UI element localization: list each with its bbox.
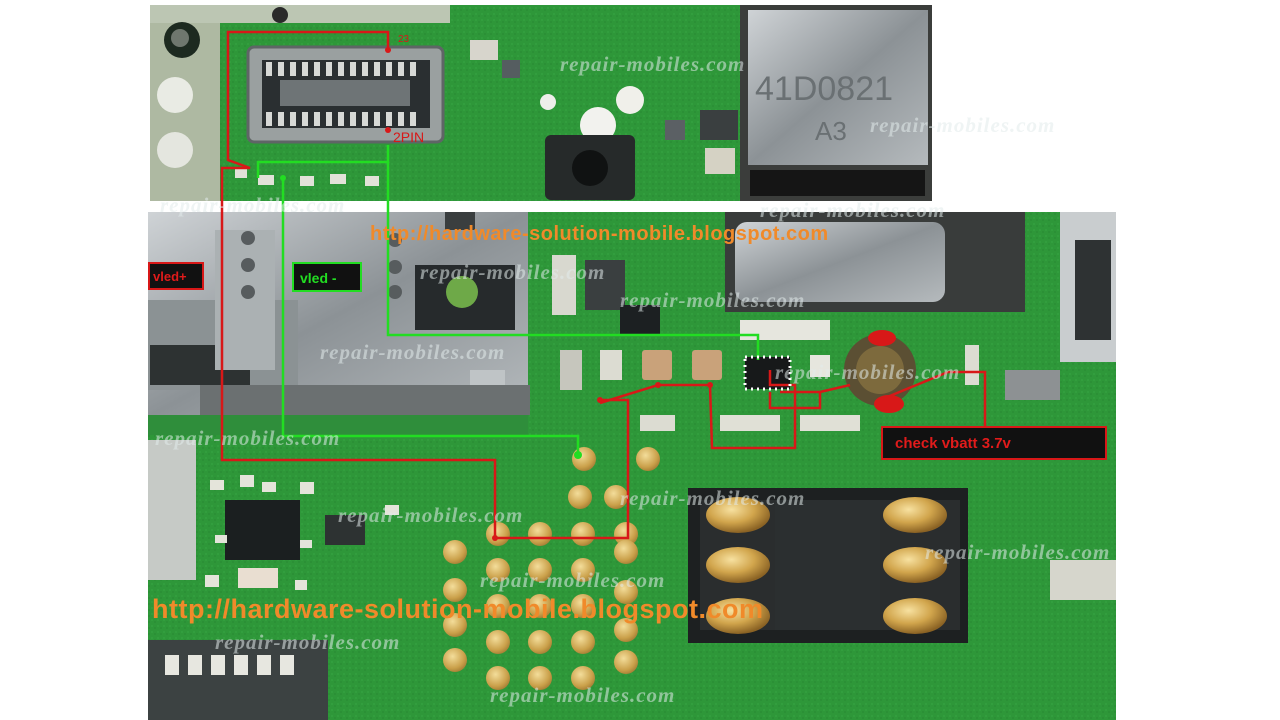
svg-text:A3: A3 — [815, 116, 847, 146]
watermark: repair-mobiles.com — [760, 198, 946, 222]
watermark: repair-mobiles.com — [420, 260, 606, 284]
blog-url-top: http://hardware-solution-mobile.blogspot… — [370, 223, 829, 245]
watermark: repair-mobiles.com — [620, 288, 806, 312]
watermark: repair-mobiles.com — [160, 193, 346, 217]
green-traces — [256, 145, 760, 455]
top-board-panel: 41D0821 A3 — [150, 5, 932, 201]
check-vbat-label: check vbatt 3.7v — [881, 426, 1107, 460]
battery-connector — [688, 488, 968, 643]
watermark: repair-mobiles.com — [560, 52, 746, 76]
pin-2-label: 2PIN — [393, 129, 425, 145]
watermark: repair-mobiles.com — [925, 540, 1111, 564]
watermark: repair-mobiles.com — [155, 426, 341, 450]
pmic-dotted-outline — [743, 355, 792, 391]
watermark: repair-mobiles.com — [215, 630, 401, 654]
pin-23-label: 23 — [398, 34, 410, 45]
watermark: repair-mobiles.com — [870, 113, 1056, 137]
bga-ball-grid — [443, 447, 660, 690]
watermark: repair-mobiles.com — [775, 360, 961, 384]
watermark: repair-mobiles.com — [490, 683, 676, 707]
watermark: repair-mobiles.com — [480, 568, 666, 592]
watermark: repair-mobiles.com — [320, 340, 506, 364]
vled-plus-label: vled+ — [148, 262, 204, 290]
red-traces — [220, 30, 987, 540]
bottom-board-panel — [148, 212, 1116, 720]
red-markers — [385, 47, 904, 541]
watermark: repair-mobiles.com — [620, 486, 806, 510]
blog-url-bottom: http://hardware-solution-mobile.blogspot… — [152, 594, 764, 624]
svg-text:41D0821: 41D0821 — [755, 70, 893, 108]
vled-minus-label: vled - — [292, 262, 362, 292]
watermark: repair-mobiles.com — [338, 503, 524, 527]
